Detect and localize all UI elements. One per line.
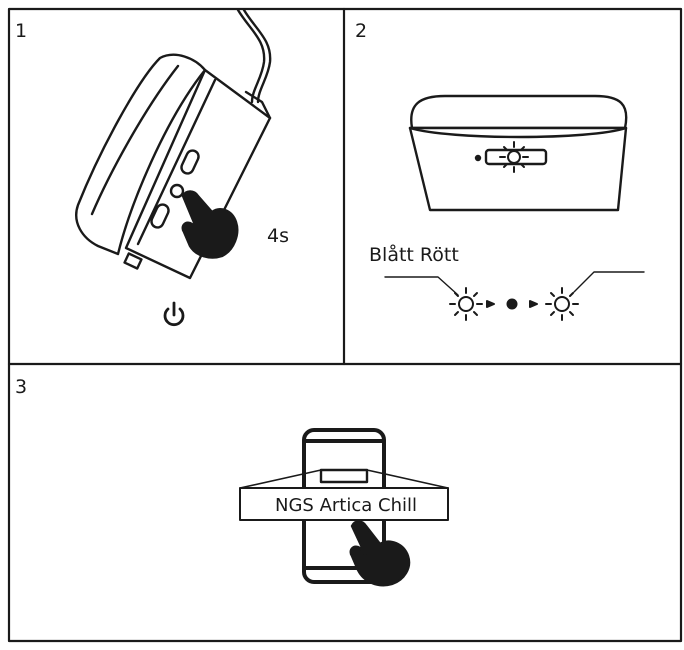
led-sequence (449, 287, 579, 321)
arrow-right-icon (529, 300, 538, 308)
headphone-earcup (75, 8, 272, 280)
led-light-icon (545, 287, 579, 321)
led-off-dot (506, 298, 518, 310)
earcup-side-view (408, 94, 628, 212)
step-number-3: 3 (15, 376, 28, 398)
device-list-item-box (239, 487, 449, 521)
led-color-label: Blått Rött (369, 244, 459, 266)
led-light-icon (499, 141, 529, 173)
finger-press-icon (181, 190, 239, 259)
arrow-right-icon (486, 300, 495, 308)
press-duration-label: 4s (267, 225, 289, 247)
leader-line-right (573, 271, 645, 293)
step-number-1: 1 (15, 20, 28, 42)
finger-press-icon (349, 520, 411, 587)
leader-line-left (384, 276, 459, 296)
earcup-buttons (123, 149, 200, 270)
power-icon (163, 301, 185, 327)
step-number-2: 2 (355, 20, 368, 42)
led-light-icon (449, 287, 483, 321)
device-name-item[interactable]: NGS Artica Chill (275, 495, 417, 516)
zoom-callout (239, 469, 449, 489)
